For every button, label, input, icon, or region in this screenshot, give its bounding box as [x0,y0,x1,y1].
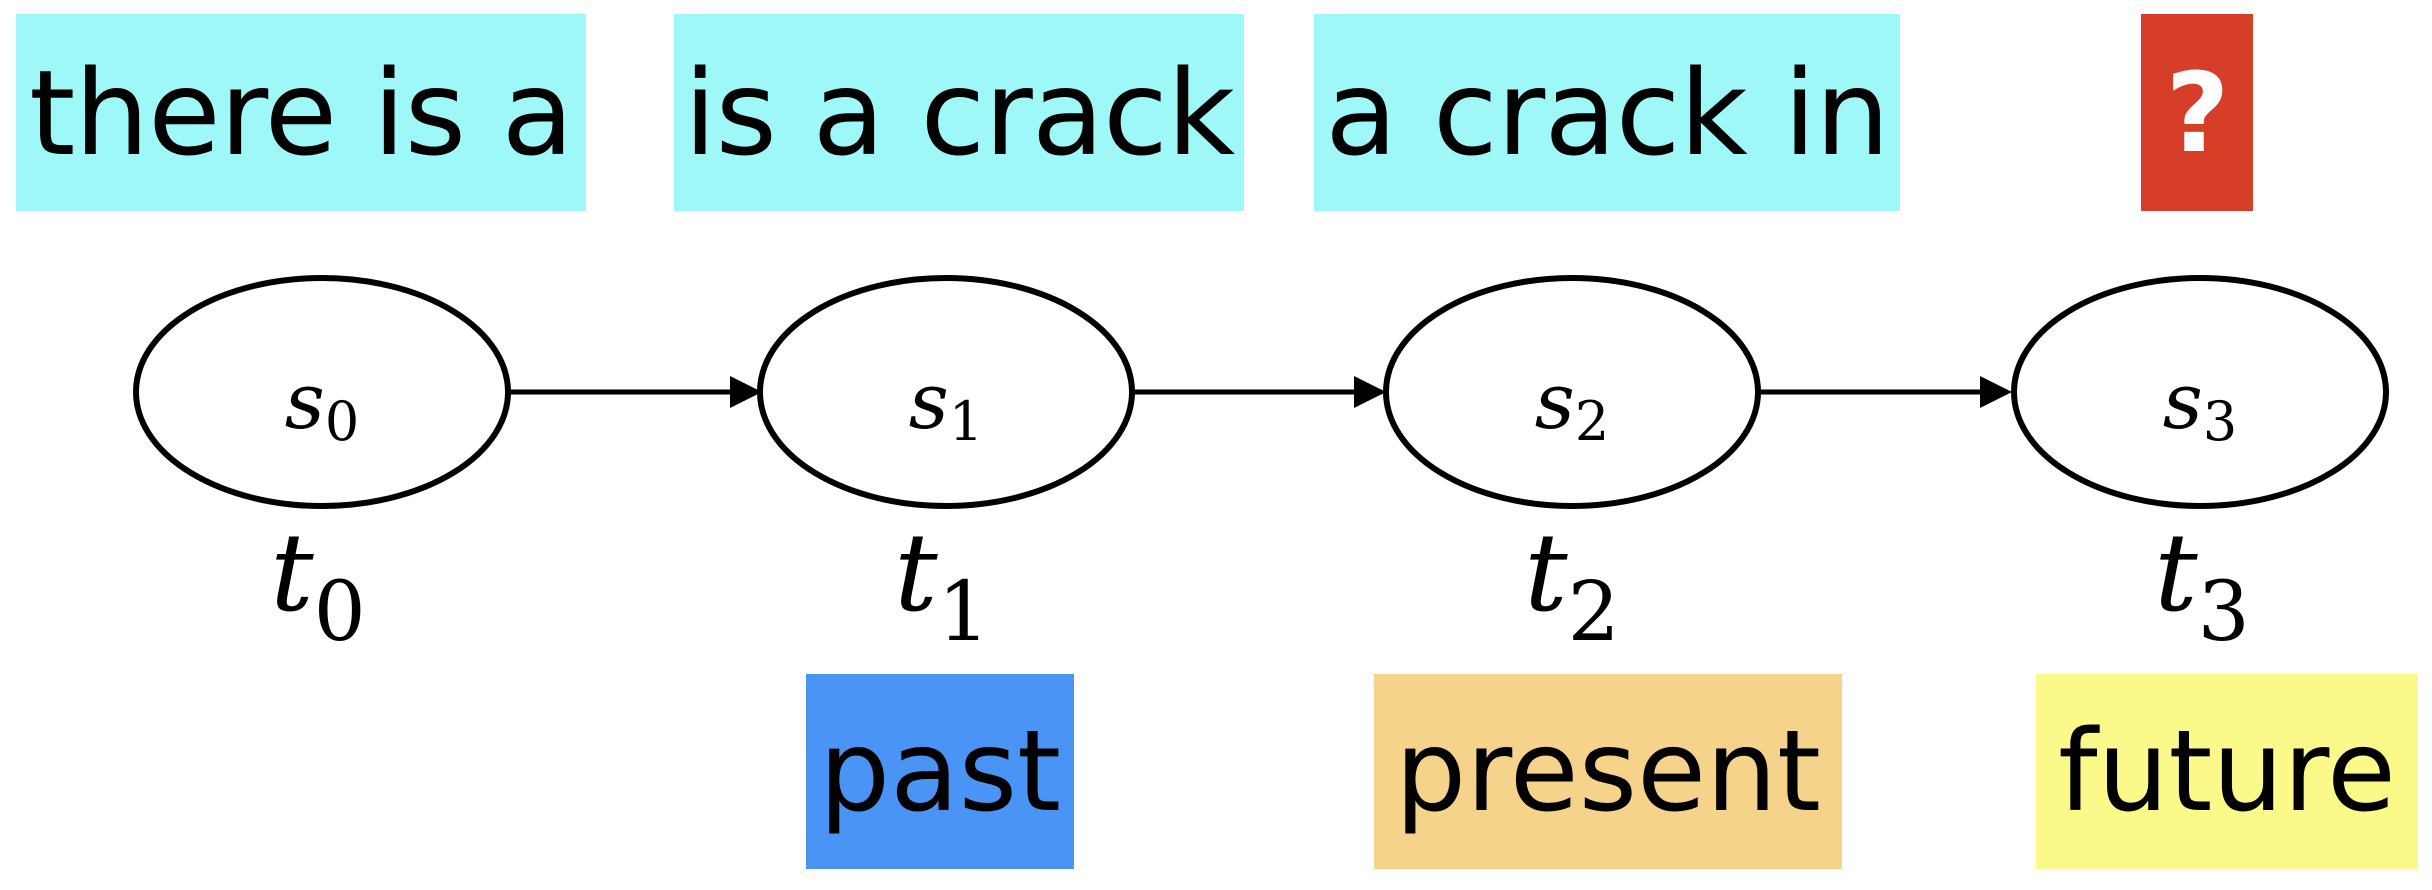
state-node-3: s3 [2011,275,2389,509]
state-label-3: s [2163,357,2203,447]
arrow-head-2-3 [1980,376,2012,408]
tense-box-past: past [806,674,1074,869]
context-text-1: is a crack [683,43,1235,182]
tense-box-future: future [2036,674,2418,869]
unknown-box: ? [2141,14,2253,211]
state-node-0: s0 [133,275,511,509]
unknown-text: ? [2165,48,2230,177]
state-sub-1: 1 [949,390,983,453]
context-box-1: is a crack [674,14,1244,211]
time-label-2: t2 [1524,511,1620,660]
time-label-0: t0 [270,511,366,660]
context-text-0: there is a [29,43,574,182]
svg-text:s2: s2 [1535,357,1609,453]
state-node-2: s2 [1383,275,1761,509]
state-label-2: s [1535,357,1575,447]
svg-text:s3: s3 [2163,357,2237,453]
state-node-1: s1 [757,275,1135,509]
state-sub-2: 2 [1575,390,1609,453]
tense-text-future: future [2058,706,2396,837]
svg-text:s1: s1 [909,357,983,453]
state-label-0: s [285,357,325,447]
context-box-2: a crack in [1314,14,1900,211]
svg-text:s0: s0 [285,357,359,453]
state-sub-0: 0 [325,390,359,453]
state-sub-3: 3 [2203,390,2237,453]
time-label-1: t1 [894,511,990,660]
time-label-3: t3 [2154,511,2250,660]
context-text-2: a crack in [1325,43,1890,182]
context-box-0: there is a [16,14,586,211]
tense-box-present: present [1374,674,1842,869]
tense-text-present: present [1395,706,1821,837]
state-label-1: s [909,357,949,447]
arrow-head-0-1 [730,376,762,408]
arrow-head-1-2 [1354,376,1386,408]
tense-text-past: past [819,706,1061,837]
